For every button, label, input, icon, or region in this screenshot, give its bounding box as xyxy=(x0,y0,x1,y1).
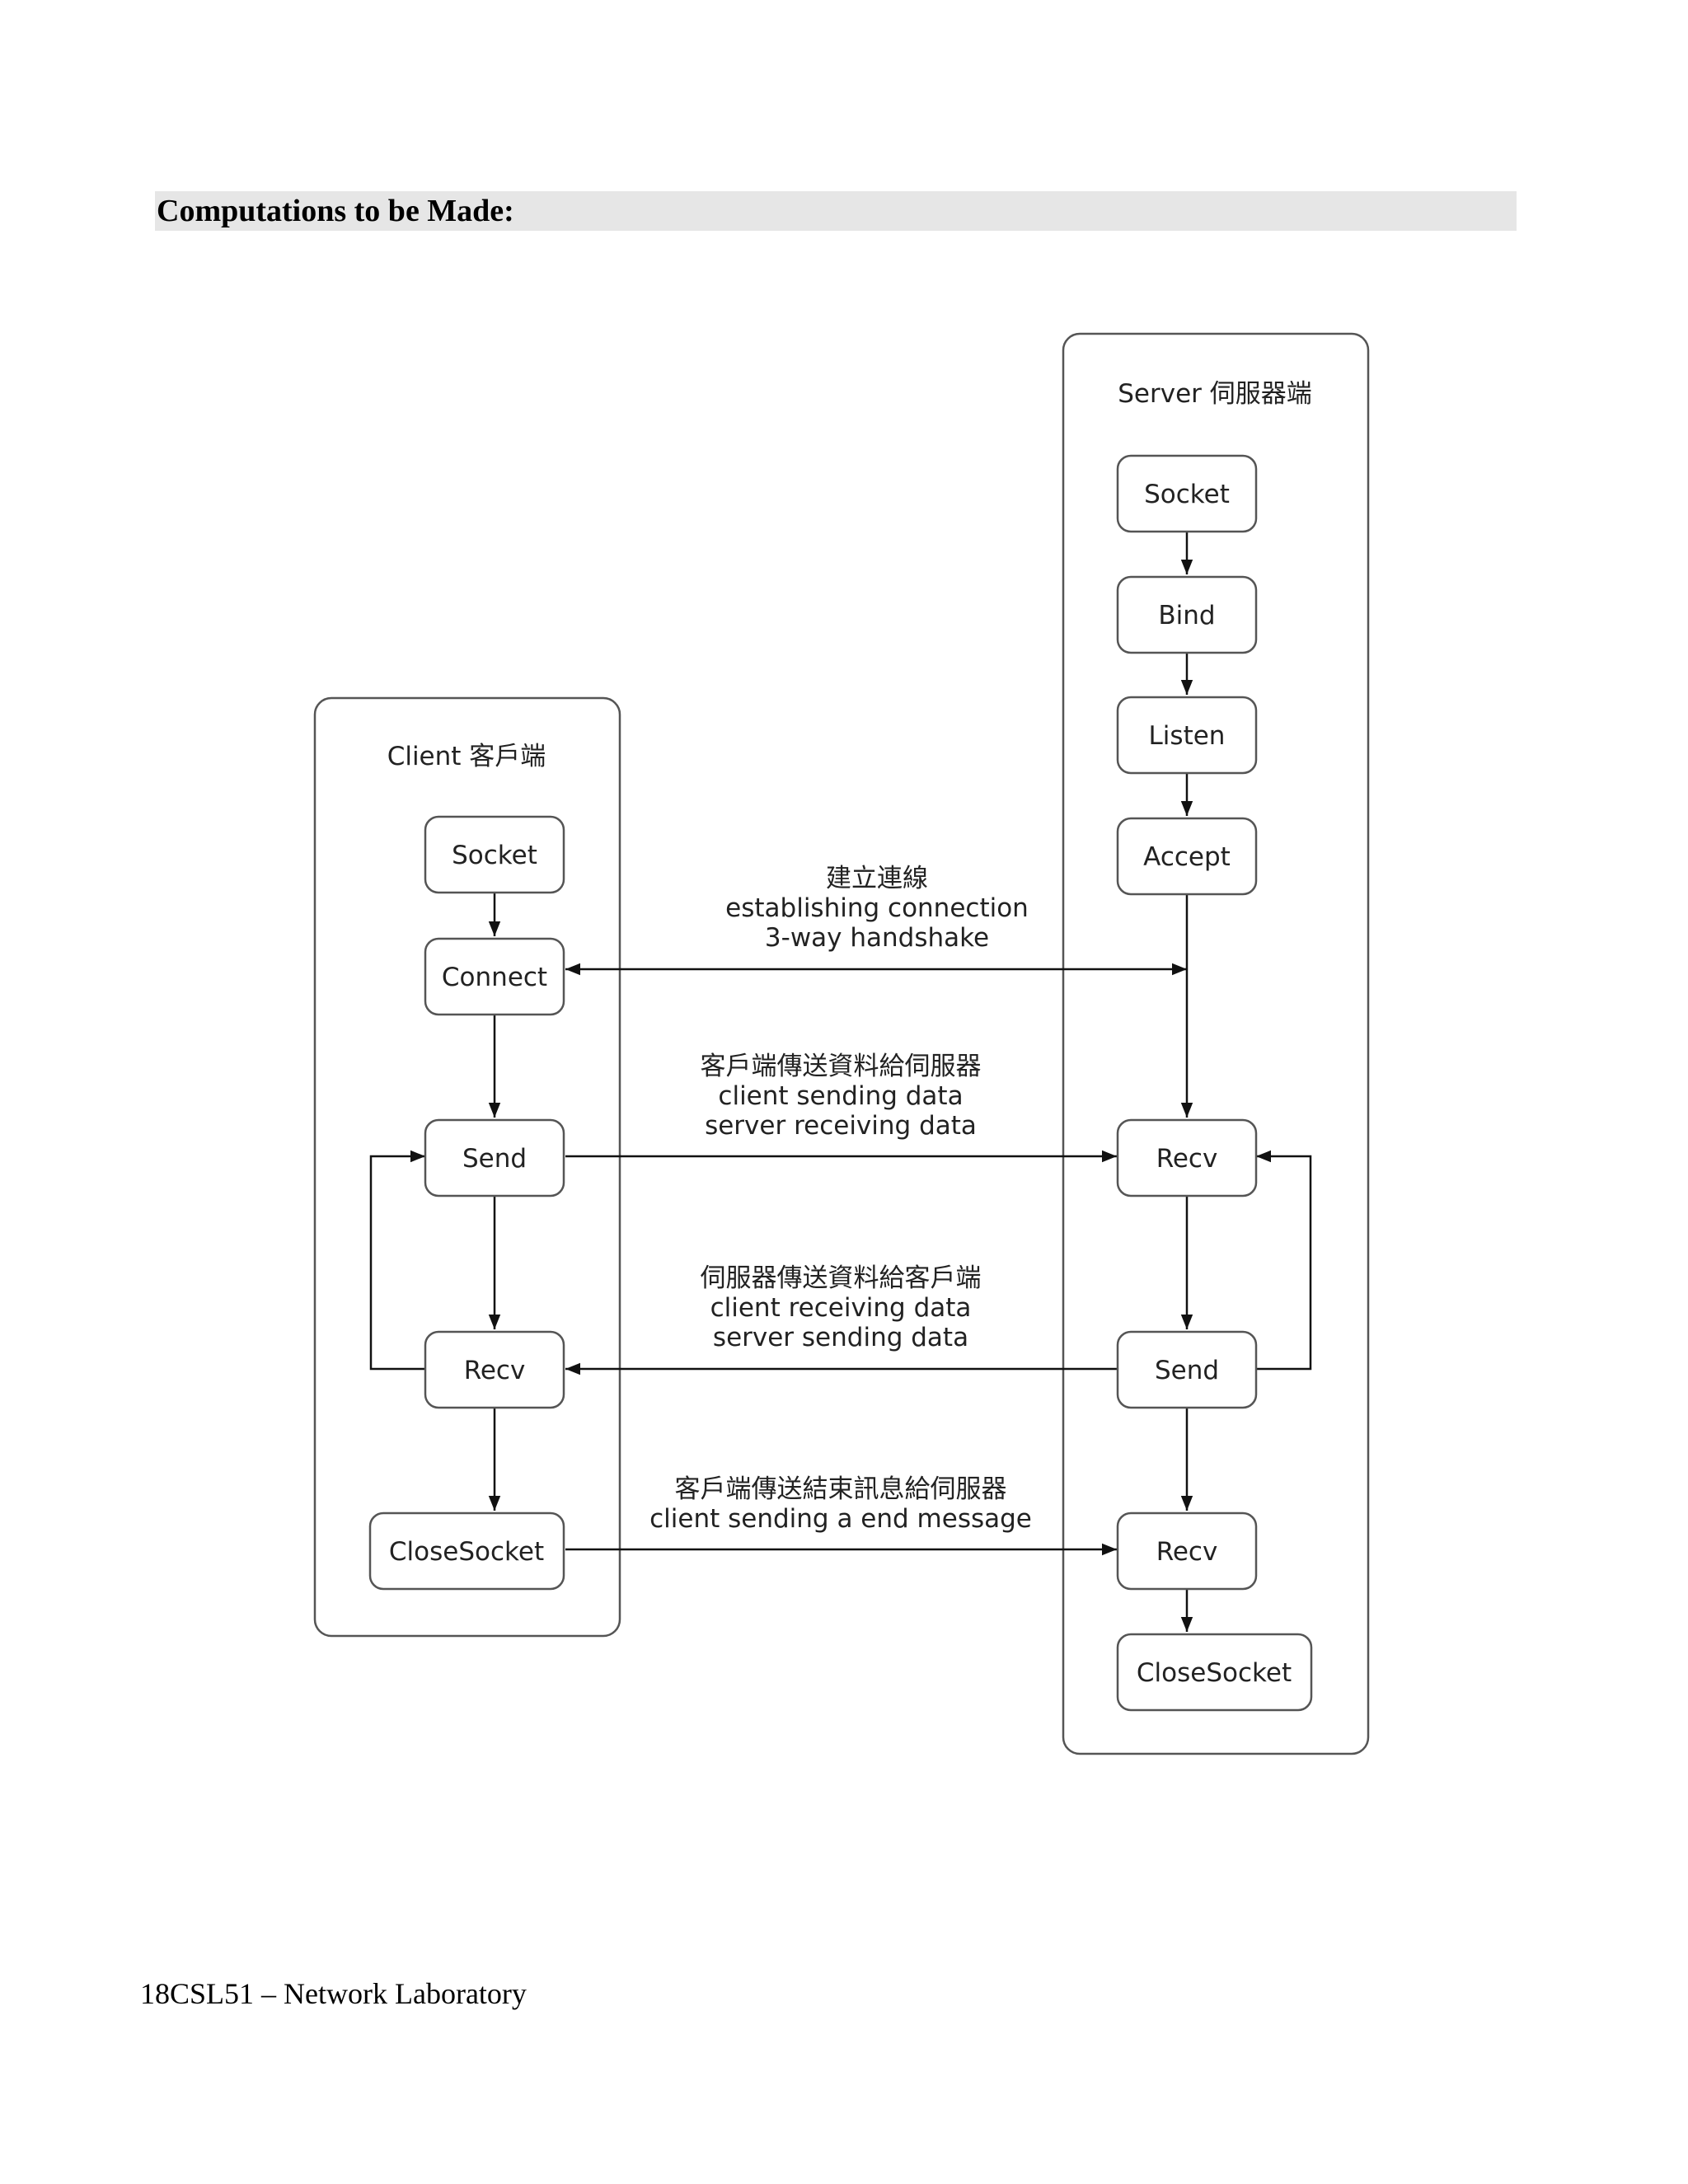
client-socket-box: Socket xyxy=(424,815,565,894)
server-send-label: Send xyxy=(1155,1356,1219,1385)
client-to-server-message: 客戶端傳送資料給伺服器 client sending data server r… xyxy=(701,1052,982,1141)
server-recv-box: Recv xyxy=(1116,1118,1258,1197)
end-message-zh: 客戶端傳送結束訊息給伺服器 xyxy=(675,1474,1007,1504)
page-footer: 18CSL51 – Network Laboratory xyxy=(140,1976,527,2011)
server-bind-box: Bind xyxy=(1116,575,1258,654)
server-socket-label: Socket xyxy=(1144,480,1230,509)
client-close-label: CloseSocket xyxy=(389,1537,544,1567)
client-to-server-message-zh: 客戶端傳送資料給伺服器 xyxy=(701,1052,982,1081)
client-recv-box: Recv xyxy=(424,1330,565,1409)
server-bind-label: Bind xyxy=(1158,601,1215,630)
server-lane-label: Server 伺服器端 xyxy=(1118,379,1312,409)
server-listen-label: Listen xyxy=(1149,721,1226,751)
server-listen-box: Listen xyxy=(1116,696,1258,775)
handshake-message-line1: establishing connection xyxy=(725,893,1029,923)
server-socket-box: Socket xyxy=(1116,454,1258,533)
section-heading-text: Computations to be Made: xyxy=(157,194,514,228)
client-recv-label: Recv xyxy=(464,1356,526,1385)
end-message-line1: client sending a end message xyxy=(649,1504,1032,1534)
page-footer-text: 18CSL51 – Network Laboratory xyxy=(140,1977,527,2010)
handshake-message: 建立連線 establishing connection 3-way hands… xyxy=(725,864,1029,953)
server-to-client-message-line2: server sending data xyxy=(713,1323,968,1352)
client-lane xyxy=(313,696,621,1638)
handshake-message-line2: 3-way handshake xyxy=(765,923,989,953)
client-to-server-message-line2: server receiving data xyxy=(705,1111,977,1141)
client-socket-label: Socket xyxy=(452,841,537,870)
server-accept-label: Accept xyxy=(1143,842,1231,872)
handshake-message-zh: 建立連線 xyxy=(826,864,928,893)
server-send-box: Send xyxy=(1116,1330,1258,1409)
end-message: 客戶端傳送結束訊息給伺服器 client sending a end messa… xyxy=(649,1474,1032,1534)
server-to-client-message-line1: client receiving data xyxy=(710,1293,972,1323)
client-send-box: Send xyxy=(424,1118,565,1197)
client-connect-box: Connect xyxy=(424,937,565,1016)
client-send-label: Send xyxy=(462,1144,527,1174)
server-to-client-message-zh: 伺服器傳送資料給客戶端 xyxy=(701,1263,982,1293)
server-accept-box: Accept xyxy=(1116,817,1258,896)
connectors xyxy=(369,532,1312,1632)
server-recv-final-box: Recv xyxy=(1116,1511,1258,1591)
client-loop-arrow xyxy=(369,1150,425,1371)
server-loop-arrow xyxy=(1256,1150,1312,1371)
section-heading: Computations to be Made: xyxy=(155,191,1517,231)
server-lane xyxy=(1062,332,1370,1755)
server-close-box: CloseSocket xyxy=(1116,1633,1313,1712)
server-recv-label: Recv xyxy=(1156,1144,1218,1174)
server-close-label: CloseSocket xyxy=(1137,1658,1292,1688)
server-recv-final-label: Recv xyxy=(1156,1537,1218,1567)
server-to-client-message: 伺服器傳送資料給客戶端 client receiving data server… xyxy=(701,1263,982,1352)
client-lane-label: Client 客戶端 xyxy=(387,742,546,771)
client-connect-label: Connect xyxy=(442,963,547,992)
client-to-server-message-line1: client sending data xyxy=(718,1081,963,1111)
client-close-box: CloseSocket xyxy=(368,1511,565,1591)
